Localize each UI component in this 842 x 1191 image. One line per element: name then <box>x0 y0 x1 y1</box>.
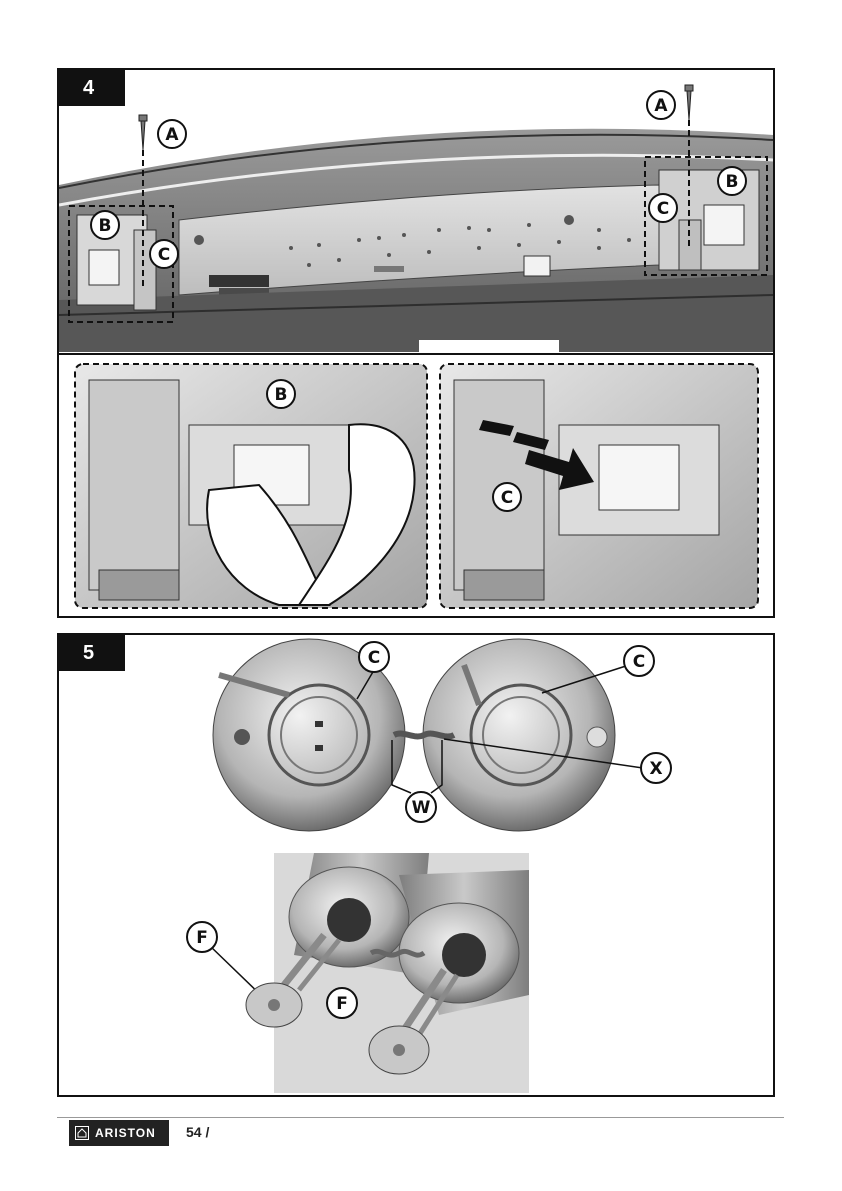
detail-slide-clip: C <box>440 364 758 608</box>
svg-text:B: B <box>275 385 288 405</box>
ariston-logo: ARISTON <box>69 1120 169 1146</box>
step-5-panel: 5 <box>57 633 775 1097</box>
callout-a-right: A <box>647 91 675 119</box>
house-icon <box>75 1126 89 1140</box>
callout-b-right: B <box>718 167 746 195</box>
callout-b-left: B <box>91 211 119 239</box>
svg-text:C: C <box>368 648 380 668</box>
page-number: 54 / <box>186 1124 209 1140</box>
brand-name: ARISTON <box>95 1126 156 1140</box>
callout-c-right: C <box>624 646 654 676</box>
detail-press-clip: B <box>75 364 427 608</box>
connector-coil <box>394 734 454 737</box>
callout-c-right: C <box>649 194 677 222</box>
svg-text:W: W <box>412 798 431 818</box>
svg-text:C: C <box>501 488 513 508</box>
control-board-render: A A B C B C <box>59 85 773 352</box>
svg-text:B: B <box>99 216 112 236</box>
svg-text:A: A <box>654 96 668 116</box>
callout-a-left: A <box>158 120 186 148</box>
svg-text:C: C <box>633 652 645 672</box>
svg-text:F: F <box>196 928 208 948</box>
tanks-with-heating-elements <box>246 853 529 1093</box>
callout-f-right: F <box>327 988 357 1018</box>
callout-w: W <box>406 792 436 822</box>
svg-text:A: A <box>165 125 179 145</box>
callout-c-detail: C <box>493 483 521 511</box>
callout-c-left: C <box>150 240 178 268</box>
step-5-illustration: C C X W <box>59 635 773 1095</box>
callout-c-left: C <box>359 642 389 672</box>
callout-x: X <box>641 753 671 783</box>
callout-f-left: F <box>187 922 217 952</box>
svg-text:F: F <box>336 994 348 1014</box>
svg-text:C: C <box>657 199 669 219</box>
screw-right <box>685 85 693 120</box>
svg-text:X: X <box>649 759 662 779</box>
screw-left <box>139 115 147 150</box>
svg-text:B: B <box>726 172 739 192</box>
step-4-illustration: A A B C B C <box>59 70 773 616</box>
callout-b-detail: B <box>267 380 295 408</box>
footer-divider <box>57 1117 784 1118</box>
step-4-panel: 4 <box>57 68 775 618</box>
svg-text:C: C <box>158 245 170 265</box>
